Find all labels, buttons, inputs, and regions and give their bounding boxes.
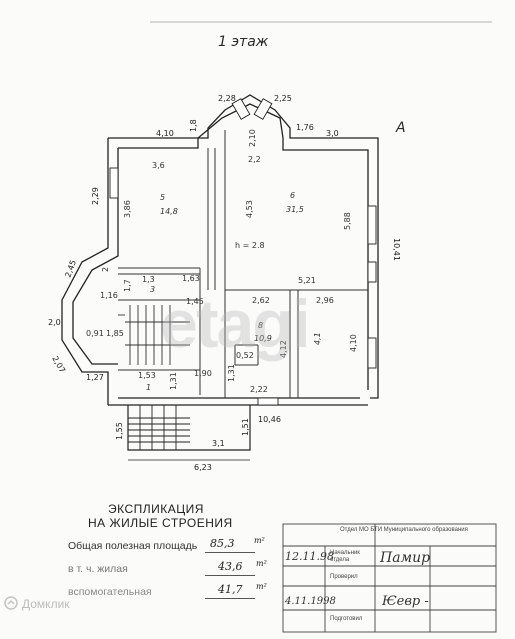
room5-height: 3,86	[123, 200, 132, 218]
room4-dim: 2	[101, 267, 110, 272]
stair-dim: 1,45	[186, 297, 204, 306]
living-area-value: 43,6	[218, 560, 243, 573]
room6-side: 5,88	[343, 212, 352, 230]
room7-area: 4,1	[313, 332, 322, 345]
dim-bottom-mid: 10,46	[258, 415, 281, 424]
room6-height: 4,53	[245, 200, 254, 218]
dim-top-left: 4,10	[156, 129, 174, 138]
bath-height: 1,31	[227, 364, 236, 382]
room7-width: 2,96	[316, 296, 334, 305]
watermark: etagi	[160, 286, 311, 362]
room1-number: 1	[146, 383, 151, 392]
dim-porch-side: 1,55	[115, 422, 124, 440]
dimension-labels: 4,10 1,8 2,28 2,25 1,76 3,0 2,29 2,45 2,…	[48, 94, 401, 472]
aux-area-value: 41,7	[218, 583, 243, 596]
stair-dim-3: 0,91	[86, 329, 104, 338]
plan-title: 1 этаж	[218, 34, 269, 50]
room6-area: 31,5	[286, 205, 304, 214]
room1-width: 1,53	[138, 371, 156, 380]
room4-width: 1,63	[182, 274, 200, 283]
domclick-brand: Домклик	[22, 597, 70, 611]
dim-bay-right2: 1,76	[296, 123, 314, 132]
living-area-unit: m²	[256, 559, 267, 568]
section-letter: A	[395, 120, 406, 136]
room3-number: 3	[150, 285, 155, 294]
stamp-header: Отдел МО БТИ Муниципального образования	[340, 527, 468, 533]
dim-porch-side2: 1,51	[241, 418, 250, 436]
room6-bay-dim: 2,10	[248, 129, 257, 147]
dim-right-side: 10,41	[392, 238, 401, 261]
stair-dim-2: 1,85	[106, 329, 124, 338]
stamp-role-1: Начальник отдела	[330, 550, 360, 563]
room8-width: 2,62	[252, 296, 270, 305]
hall-width: 1,90	[194, 369, 212, 378]
dim-top-right: 3,0	[326, 129, 339, 138]
stamp-date-2: 4.11.1998	[285, 596, 336, 607]
windows	[109, 98, 377, 406]
dim-left-side: 2,29	[91, 187, 100, 205]
total-area-value: 85,3	[210, 537, 235, 550]
bath-width: 2,22	[250, 385, 268, 394]
room1-height: 1,31	[169, 372, 178, 390]
porch	[127, 405, 251, 461]
dim-porch-inner: 3,1	[212, 439, 225, 448]
interior-walls	[118, 130, 368, 398]
ceiling-height: h = 2.8	[235, 241, 265, 250]
total-area-unit: m²	[254, 536, 265, 545]
room7-height: 4,10	[349, 334, 358, 352]
domclick-logo-icon	[4, 596, 18, 610]
room7-inner: 4,12	[279, 340, 288, 358]
stamp-signature-1: Памир	[380, 550, 431, 566]
dim-bay-right: 2,25	[274, 94, 292, 103]
wc-dim: 0,52	[236, 351, 254, 360]
stamp-signature-2: Ѥевр -	[382, 594, 429, 609]
staircase	[118, 305, 190, 365]
stamp-role-2: Проверил	[330, 574, 358, 580]
room5-number: 5	[160, 193, 165, 202]
room5-area: 14,8	[160, 207, 178, 216]
living-area-label: в т. ч. жилая	[68, 563, 128, 575]
room6-number: 6	[290, 191, 295, 200]
stamp-date-1: 12.11.98	[285, 550, 334, 563]
room8-number: 8	[258, 321, 263, 330]
aux-area-unit: m²	[256, 582, 267, 591]
room6-bottom: 5,21	[298, 276, 316, 285]
room-labels: 3,6 5 14,8 3,86 2,2 6 31,5 4,53 2,10 5,8…	[86, 129, 358, 394]
room5-width: 3,6	[152, 161, 165, 170]
explication-subtitle: НА ЖИЛЫЕ СТРОЕНИЯ	[88, 516, 233, 530]
aux-area-label: вспомогательная	[68, 586, 152, 598]
dim-bay-left: 2,28	[218, 94, 236, 103]
room6-width: 2,2	[248, 155, 261, 164]
dim-porch-width: 6,23	[194, 463, 212, 472]
total-area-label: Общая полезная площадь	[68, 540, 198, 552]
room2-dim: 1,16	[100, 291, 118, 300]
dim-top-mid: 1,8	[189, 119, 198, 132]
room8-area: 10,9	[254, 334, 272, 343]
stamp-role-3: Подготовил	[330, 616, 363, 622]
dim-bay-west2: 2,0	[48, 318, 61, 327]
dim-bottom-left: 1,27	[86, 373, 104, 382]
room3-width: 1,3	[142, 275, 155, 284]
room3-height: 1,7	[123, 279, 132, 292]
explication-title: ЭКСПЛИКАЦИЯ	[108, 502, 204, 516]
